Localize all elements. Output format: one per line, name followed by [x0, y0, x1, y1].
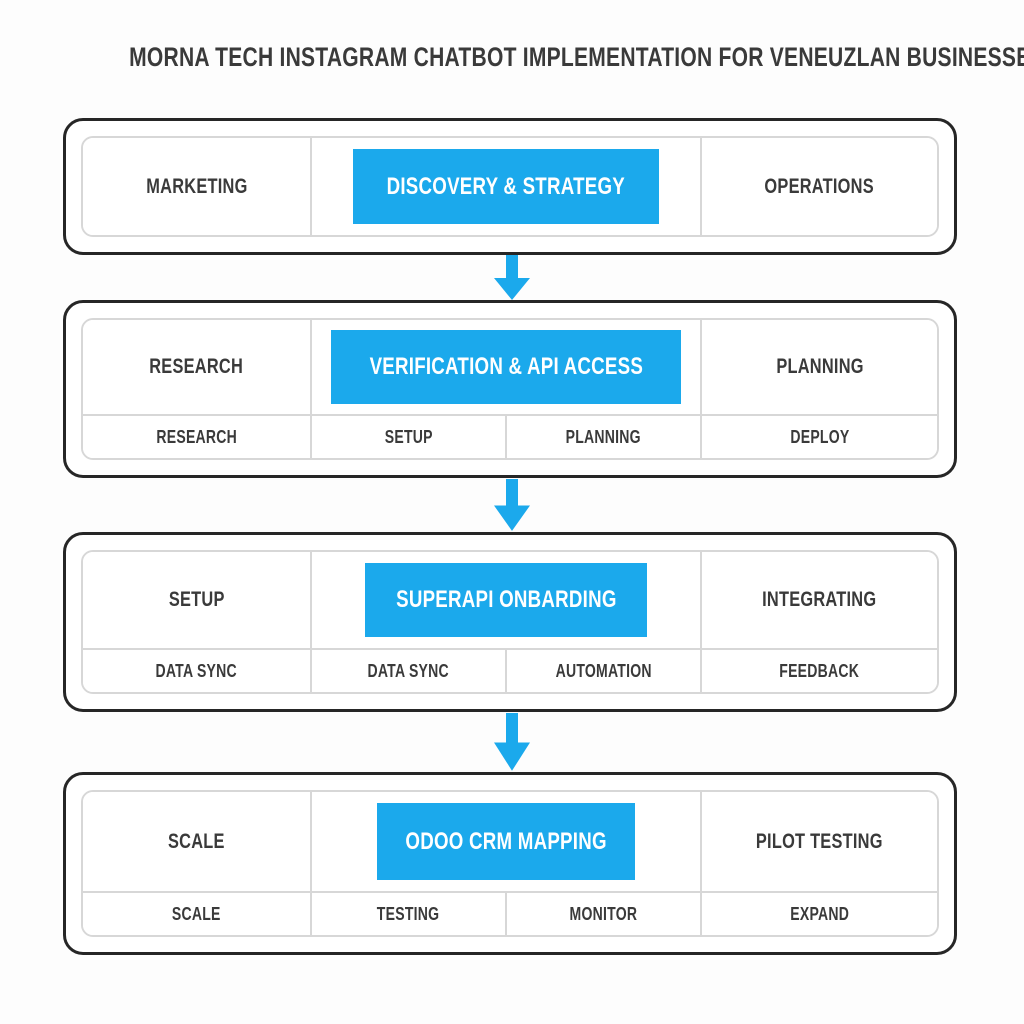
- stage-2-center-cell: VERIFICATION & API ACCESS: [311, 320, 703, 414]
- stage-3-sub-cell-2: DATA SYNC: [311, 650, 507, 692]
- stage-3-sub-cell-1: DATA SYNC: [83, 650, 312, 692]
- stage-3-left-cell: SETUP: [83, 552, 312, 648]
- stage-box-discovery: MARKETING DISCOVERY & STRATEGY OPERATION…: [63, 118, 957, 255]
- stage-3-center-cell: SUPERAPI ONBARDING: [311, 552, 703, 648]
- stage-3-right-label: INTEGRATING: [762, 588, 877, 611]
- stage-2-right-label: PLANNING: [775, 355, 864, 378]
- stage-top-row: SETUP SUPERAPI ONBARDING INTEGRATING: [83, 552, 937, 648]
- stage-4-sub-cell-1: SCALE: [83, 893, 312, 935]
- stage-3-sub-label-2: DATA SYNC: [367, 660, 450, 681]
- stage-1-left-cell: MARKETING: [83, 138, 312, 235]
- stage-2-left-cell: RESEARCH: [83, 320, 312, 414]
- stage-2-sub-cell-2: SETUP: [311, 416, 507, 458]
- stage-inner-panel: SCALE ODOO CRM MAPPING PILOT TESTING SCA…: [81, 790, 939, 937]
- stage-1-center-label: DISCOVERY & STRATEGY: [386, 172, 626, 200]
- stage-1-right-cell: OPERATIONS: [702, 138, 937, 235]
- stage-box-verification: RESEARCH VERIFICATION & API ACCESS PLANN…: [63, 300, 957, 478]
- stage-2-sub-label-4: DEPLOY: [789, 426, 850, 447]
- flow-down-arrow-icon: [492, 713, 532, 772]
- stage-3-sub-label-4: FEEDBACK: [779, 660, 860, 681]
- stage-3-sub-label-1: DATA SYNC: [155, 660, 238, 681]
- diagram-title-text: MORNA TECH INSTAGRAM CHATBOT IMPLEMENTAT…: [129, 42, 1024, 72]
- stage-3-sub-cell-4: FEEDBACK: [702, 650, 937, 692]
- stage-2-sub-label-3: PLANNING: [565, 426, 642, 447]
- diagram-title: MORNA TECH INSTAGRAM CHATBOT IMPLEMENTAT…: [0, 42, 1024, 73]
- stage-4-sub-cell-2: TESTING: [311, 893, 507, 935]
- stage-4-right-label: PILOT TESTING: [756, 829, 883, 853]
- stage-2-sub-cell-1: RESEARCH: [83, 416, 312, 458]
- stage-4-center-cell: ODOO CRM MAPPING: [311, 792, 703, 891]
- stage-sub-row: DATA SYNC DATA SYNC AUTOMATION FEEDBACK: [83, 648, 937, 692]
- stage-2-sub-cell-4: DEPLOY: [702, 416, 937, 458]
- stage-inner-panel: MARKETING DISCOVERY & STRATEGY OPERATION…: [81, 136, 939, 237]
- stage-3-center-label: SUPERAPI ONBARDING: [395, 586, 617, 613]
- stage-4-right-cell: PILOT TESTING: [702, 792, 937, 891]
- flow-down-arrow-icon: [492, 479, 532, 532]
- stage-3-sub-label-3: AUTOMATION: [555, 660, 652, 681]
- stage-3-right-cell: INTEGRATING: [702, 552, 937, 648]
- stage-inner-panel: RESEARCH VERIFICATION & API ACCESS PLANN…: [81, 318, 939, 460]
- stage-4-center-label: ODOO CRM MAPPING: [405, 827, 607, 855]
- stage-4-sub-cell-4: EXPAND: [702, 893, 937, 935]
- stage-3-highlight-band: SUPERAPI ONBARDING: [364, 562, 648, 638]
- stage-box-crm-mapping: SCALE ODOO CRM MAPPING PILOT TESTING SCA…: [63, 772, 957, 955]
- stage-sub-row: SCALE TESTING MONITOR EXPAND: [83, 891, 937, 935]
- stage-2-sub-label-1: RESEARCH: [156, 426, 237, 447]
- stage-2-right-cell: PLANNING: [702, 320, 937, 414]
- stage-2-sub-cell-3: PLANNING: [506, 416, 703, 458]
- stage-box-onboarding: SETUP SUPERAPI ONBARDING INTEGRATING DAT…: [63, 532, 957, 712]
- stage-2-left-label: RESEARCH: [149, 355, 244, 378]
- stage-inner-panel: SETUP SUPERAPI ONBARDING INTEGRATING DAT…: [81, 550, 939, 694]
- stage-1-right-label: OPERATIONS: [764, 174, 875, 198]
- stage-4-left-cell: SCALE: [83, 792, 312, 891]
- stage-4-sub-label-4: EXPAND: [790, 903, 849, 924]
- stage-4-highlight-band: ODOO CRM MAPPING: [376, 802, 636, 881]
- stage-2-center-label: VERIFICATION & API ACCESS: [369, 353, 643, 380]
- stage-1-center-cell: DISCOVERY & STRATEGY: [311, 138, 703, 235]
- stage-top-row: SCALE ODOO CRM MAPPING PILOT TESTING: [83, 792, 937, 891]
- stage-4-sub-label-3: MONITOR: [569, 903, 638, 924]
- stage-4-left-label: SCALE: [168, 829, 225, 853]
- stage-2-highlight-band: VERIFICATION & API ACCESS: [330, 330, 682, 404]
- stage-4-sub-cell-3: MONITOR: [506, 893, 703, 935]
- stage-top-row: RESEARCH VERIFICATION & API ACCESS PLANN…: [83, 320, 937, 414]
- stage-2-sub-label-2: SETUP: [384, 426, 433, 447]
- stage-1-left-label: MARKETING: [145, 174, 248, 198]
- stage-3-sub-cell-3: AUTOMATION: [506, 650, 703, 692]
- stage-top-row: MARKETING DISCOVERY & STRATEGY OPERATION…: [83, 138, 937, 235]
- stage-1-highlight-band: DISCOVERY & STRATEGY: [353, 148, 659, 225]
- stage-3-left-label: SETUP: [168, 588, 225, 611]
- flow-down-arrow-icon: [492, 255, 532, 301]
- stage-4-sub-label-1: SCALE: [172, 903, 221, 924]
- stage-4-sub-label-2: TESTING: [377, 903, 440, 924]
- stage-sub-row: RESEARCH SETUP PLANNING DEPLOY: [83, 414, 937, 458]
